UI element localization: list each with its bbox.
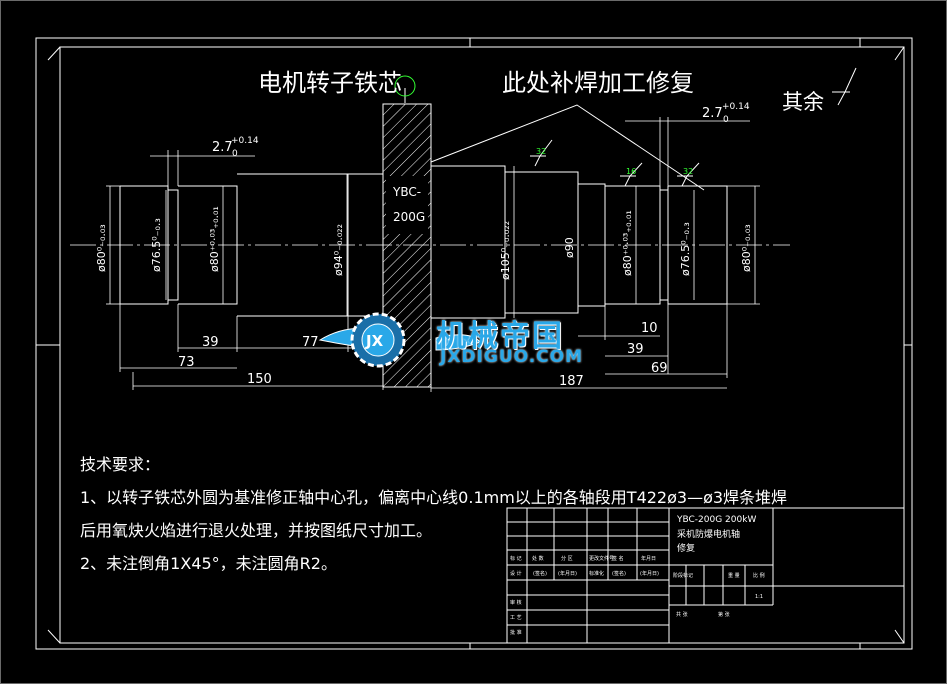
svg-text:2.7: 2.7 (702, 106, 723, 121)
svg-text:修复: 修复 (677, 542, 695, 554)
svg-text:第 张: 第 张 (718, 611, 730, 618)
weld-repair-label: 此处补焊加工修复 (502, 69, 694, 97)
rotor-core-label-box (386, 176, 428, 234)
svg-text:审 核: 审 核 (510, 599, 522, 606)
watermark-en: JXDIGUO.COM (440, 347, 584, 367)
svg-text:处 数: 处 数 (532, 555, 544, 562)
diameter-labels: ø80⁰₋₀.₀₃ ø76.5⁰₋₀.₃ ø80⁺⁰·⁰³₊₀.₀₁ ø94⁰₋… (95, 206, 753, 280)
svg-text:ø105⁰₋₀.₀₂₂: ø105⁰₋₀.₀₂₂ (499, 221, 512, 280)
svg-text:0: 0 (723, 115, 729, 125)
svg-text:ø76.5⁰₋₀.₃: ø76.5⁰₋₀.₃ (150, 218, 163, 272)
svg-text:0: 0 (232, 149, 238, 159)
svg-text:ø90: ø90 (563, 237, 576, 258)
svg-text:ø94⁰₋₀.₀₂₂: ø94⁰₋₀.₀₂₂ (332, 224, 345, 276)
svg-text:(签名): (签名) (612, 570, 626, 577)
svg-text:+0.14: +0.14 (231, 136, 259, 146)
svg-text:分 区: 分 区 (561, 555, 573, 562)
svg-text:JX: JX (365, 332, 384, 350)
tech-requirements: 技术要求： 1、以转子铁芯外圆为基准修正轴中心孔，偏离中心线0.1mm以上的各轴… (80, 448, 787, 580)
svg-text:187: 187 (559, 374, 584, 389)
rotor-core-callout-circle (394, 75, 416, 97)
svg-text:设 计: 设 计 (510, 570, 522, 577)
svg-text:39: 39 (202, 335, 219, 350)
svg-text:10: 10 (641, 321, 658, 336)
svg-text:32: 32 (683, 167, 693, 176)
svg-text:(年月日): (年月日) (640, 570, 659, 577)
svg-text:阶段标记: 阶段标记 (673, 572, 693, 579)
watermark-cn: 机械帝国 (436, 319, 564, 354)
svg-text:重 量: 重 量 (728, 572, 740, 579)
diameter-dimensions (106, 166, 760, 318)
outer-frame (35, 37, 913, 650)
svg-text:比 例: 比 例 (753, 572, 765, 579)
svg-text:16: 16 (626, 167, 636, 176)
svg-text:(年月日): (年月日) (558, 570, 577, 577)
svg-text:ø80⁺⁰·⁰³₊₀.₀₁: ø80⁺⁰·⁰³₊₀.₀₁ (621, 210, 634, 276)
model-line2: 200G (393, 210, 425, 224)
svg-text:+0.14: +0.14 (722, 102, 750, 112)
rest-finish-label: 其余 (782, 90, 824, 114)
svg-text:ø76.5⁰₋₀.₃: ø76.5⁰₋₀.₃ (679, 222, 692, 276)
roughness-values: 32 16 32 (536, 147, 693, 176)
svg-text:标准化: 标准化 (589, 570, 604, 577)
tech-req-line3: 2、未注倒角1X45°，未注圆角R2。 (80, 554, 337, 573)
svg-text:批 准: 批 准 (510, 629, 522, 636)
svg-text:ø80⁰₋₀.₀₃: ø80⁰₋₀.₀₃ (740, 224, 753, 272)
groove-dimensions (150, 117, 750, 186)
title-block-name: YBC-200G 200kW 采机防爆电机轴 修复 (676, 515, 756, 554)
tech-req-line2: 后用氧炔火焰进行退火处理，并按图纸尺寸加工。 (80, 521, 433, 540)
svg-text:ø80⁰₋₀.₀₃: ø80⁰₋₀.₀₃ (95, 224, 108, 272)
svg-text:32: 32 (536, 147, 546, 156)
length-labels: 39 77 73 150 10 39 69 187 (178, 321, 668, 389)
svg-text:标 记: 标 记 (510, 555, 522, 562)
svg-text:工 艺: 工 艺 (510, 615, 522, 621)
model-line1: YBC- (392, 185, 421, 199)
svg-text:共 张: 共 张 (676, 611, 688, 618)
svg-text:更改文件号: 更改文件号 (589, 555, 614, 562)
watermark-emblem: JX (318, 312, 481, 368)
svg-text:69: 69 (651, 361, 668, 376)
tech-req-line1: 1、以转子铁芯外圆为基准修正轴中心孔，偏离中心线0.1mm以上的各轴段用T422… (80, 488, 788, 507)
weld-repair-leader (430, 104, 705, 191)
svg-text:1:1: 1:1 (755, 594, 763, 600)
svg-text:年月日: 年月日 (641, 555, 656, 562)
svg-text:73: 73 (178, 355, 195, 370)
svg-text:39: 39 (627, 342, 644, 357)
roughness-symbols (530, 67, 857, 187)
corner-markers (36, 38, 912, 649)
title-block-grid (506, 507, 905, 644)
svg-text:(签名): (签名) (533, 570, 547, 577)
svg-text:150: 150 (247, 372, 272, 387)
svg-text:YBC-200G 200kW: YBC-200G 200kW (676, 515, 756, 525)
svg-text:签 名: 签 名 (612, 555, 624, 562)
groove-labels: 2.7 +0.14 0 2.7 +0.14 0 (212, 102, 750, 159)
svg-text:77: 77 (302, 335, 319, 350)
svg-text:采机防爆电机轴: 采机防爆电机轴 (677, 528, 740, 540)
tech-req-title: 技术要求： (80, 455, 161, 474)
length-dimensions (119, 304, 728, 392)
title-block-cells: 标 记 处 数 分 区 更改文件号 签 名 年月日 设 计 (签名) (年月日)… (510, 555, 765, 636)
svg-text:ø80⁺⁰·⁰³₊₀.₀₁: ø80⁺⁰·⁰³₊₀.₀₁ (208, 206, 221, 272)
rotor-core-label: 电机转子铁芯 (258, 69, 402, 97)
svg-text:2.7: 2.7 (212, 140, 233, 155)
